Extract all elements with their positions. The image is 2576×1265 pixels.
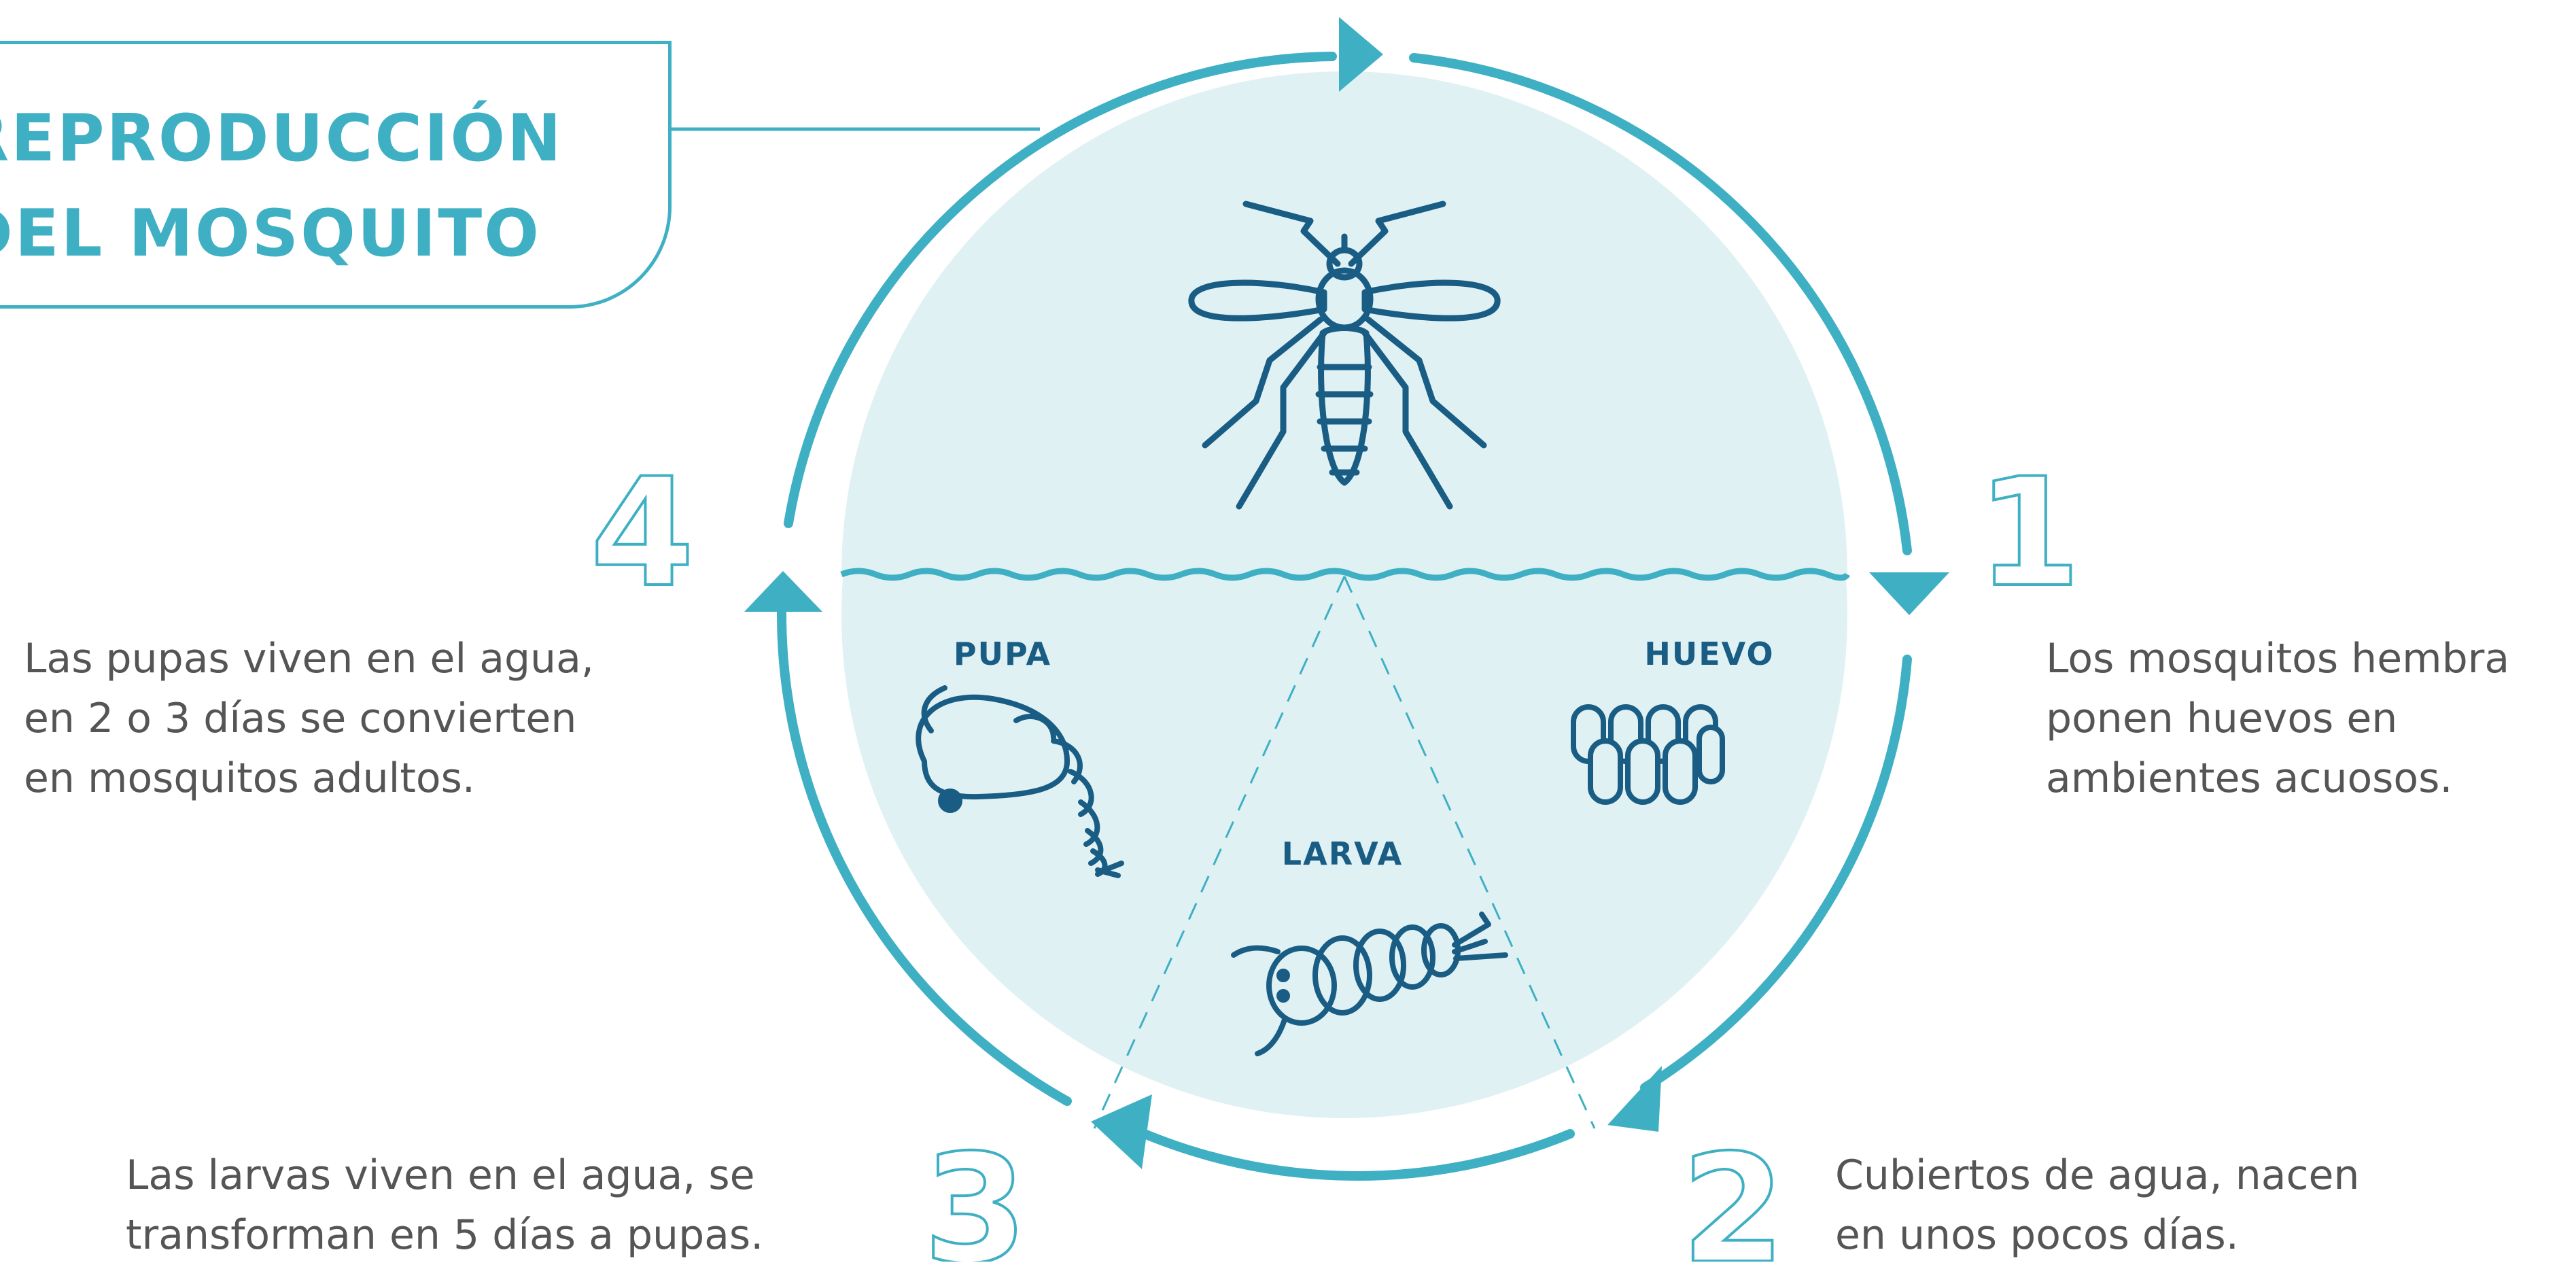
step-1-line: ponen huevos en bbox=[2046, 689, 2509, 748]
cycle-arrow-icon bbox=[1869, 572, 1949, 615]
step-3-line: Las larvas viven en el agua, se bbox=[126, 1145, 763, 1205]
step-4-line: en 2 o 3 días se convierten bbox=[24, 689, 594, 748]
step-2-description: Cubiertos de agua, nacen en unos pocos d… bbox=[1835, 1145, 2359, 1265]
step-4-line: en mosquitos adultos. bbox=[24, 748, 594, 808]
cycle-arc-bottom bbox=[1132, 1128, 1570, 1176]
step-number-1: 1 bbox=[1977, 446, 2081, 620]
air-region bbox=[841, 71, 1847, 574]
cycle-arrow-icon bbox=[744, 571, 822, 612]
cycle-arrow-icon bbox=[1091, 1094, 1152, 1169]
step-4-description: Las pupas viven en el agua, en 2 o 3 día… bbox=[24, 629, 594, 808]
step-4-line: Las pupas viven en el agua, bbox=[24, 629, 594, 689]
step-1-description: Los mosquitos hembra ponen huevos en amb… bbox=[2046, 629, 2509, 808]
step-3-description: Las larvas viven en el agua, se transfor… bbox=[126, 1145, 763, 1265]
step-number-3: 3 bbox=[923, 1122, 1027, 1262]
step-2-line: en unos pocos días. bbox=[1835, 1205, 2359, 1265]
stage-label-larva: LARVA bbox=[1282, 835, 1403, 872]
step-1-line: ambientes acuosos. bbox=[2046, 748, 2509, 808]
cycle-arrow-icon bbox=[1607, 1066, 1662, 1132]
step-1-line: Los mosquitos hembra bbox=[2046, 629, 2509, 689]
step-number-2: 2 bbox=[1681, 1122, 1785, 1262]
step-3-line: transforman en 5 días a pupas. bbox=[126, 1205, 763, 1265]
step-number-4: 4 bbox=[590, 446, 694, 620]
stage-label-pupa: PUPA bbox=[954, 636, 1051, 672]
step-2-line: Cubiertos de agua, nacen bbox=[1835, 1145, 2359, 1205]
stage-label-huevo: HUEVO bbox=[1644, 636, 1774, 672]
